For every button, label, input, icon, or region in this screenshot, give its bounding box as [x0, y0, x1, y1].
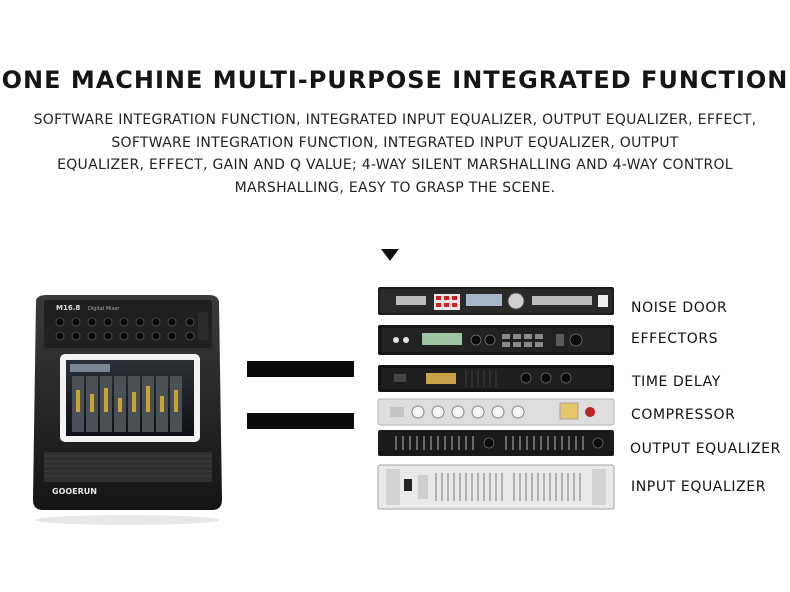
description-line-1: SOFTWARE INTEGRATION FUNCTION, INTEGRATE… [33, 112, 757, 128]
description-line-2: SOFTWARE INTEGRATION FUNCTION, INTEGRATE… [111, 134, 679, 151]
device-label-compressor: COMPRESSOR [631, 407, 736, 423]
mixer-subtitle-label: Digital Mixer [88, 306, 120, 312]
equals-sign-icon [247, 361, 354, 377]
compressor-device-image [377, 398, 615, 426]
device-label-noise-door: NOISE DOOR [631, 300, 728, 316]
device-label-time-delay: TIME DELAY [632, 374, 721, 390]
effectors-device-image [378, 325, 614, 355]
mixer-model-label: M16.8 [56, 304, 80, 312]
mixer-brand-label: GOOERUN [52, 487, 97, 496]
description-line-4: MARSHALLING, EASY TO GRASP THE SCENE. [234, 179, 556, 196]
device-label-output-equalizer: OUTPUT EQUALIZER [630, 441, 781, 457]
down-triangle-icon [381, 249, 399, 261]
input-equalizer-device-image [377, 464, 615, 510]
equals-sign-icon-lower-bar [247, 413, 354, 429]
noise-door-device-image [378, 287, 614, 315]
output-equalizer-device-image [378, 430, 614, 456]
time-delay-device-image [378, 365, 614, 392]
device-label-effectors: EFFECTORS [631, 331, 719, 347]
device-label-input-equalizer: INPUT EQUALIZER [631, 479, 767, 495]
page-title: ONE MACHINE MULTI-PURPOSE INTEGRATED FUN… [1, 66, 789, 94]
description: SOFTWARE INTEGRATION FUNCTION, INTEGRATE… [30, 109, 760, 199]
digital-mixer-image: M16.8 Digital Mixer GOOERUN [33, 295, 222, 525]
description-line-3: EQUALIZER, EFFECT, GAIN AND Q VALUE; 4-W… [57, 157, 733, 173]
